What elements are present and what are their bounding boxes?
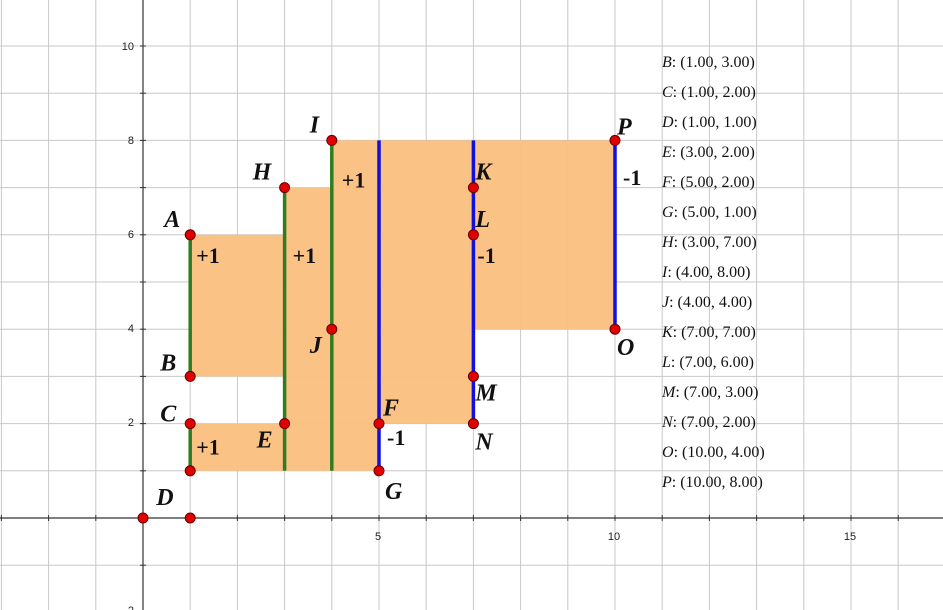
point-marker[interactable] xyxy=(184,370,196,382)
x-tick-label: 10 xyxy=(608,531,620,543)
point-label: C xyxy=(160,402,177,428)
coordinate-entry: E: (3.00, 2.00) xyxy=(661,144,755,161)
axis-tick-labels: 5 10 15 10 8 6 4 2 -2 xyxy=(122,41,856,610)
point-labels: A BC D E F G H I J KL MN O P xyxy=(155,112,634,510)
point-marker[interactable] xyxy=(184,465,196,477)
sign-label: -1 xyxy=(387,425,405,450)
shaded-regions xyxy=(190,140,615,471)
point-label: F xyxy=(382,396,399,422)
sign-label: +1 xyxy=(293,243,317,268)
y-tick-label: 6 xyxy=(128,229,134,241)
coordinate-entry: B: (1.00, 3.00) xyxy=(662,54,755,71)
y-tick-label: 8 xyxy=(128,135,134,147)
point-marker[interactable] xyxy=(373,465,385,477)
point-label: H xyxy=(252,160,273,186)
sign-label: -1 xyxy=(477,243,495,268)
point-marker[interactable] xyxy=(184,229,196,241)
shaded-region xyxy=(331,140,379,471)
coordinate-list: B: (1.00, 3.00) C: (1.00, 2.00) D: (1.00, … xyxy=(661,54,765,491)
y-tick-label: -2 xyxy=(124,605,134,610)
coordinate-entry: I: (4.00, 8.00) xyxy=(661,264,750,281)
point-marker[interactable] xyxy=(609,134,621,146)
y-tick-label: 2 xyxy=(128,417,134,429)
sign-label: +1 xyxy=(196,243,220,268)
point-marker[interactable] xyxy=(137,512,149,524)
point-label: I xyxy=(309,112,321,138)
point-marker[interactable] xyxy=(467,229,479,241)
point-label: B xyxy=(159,350,176,376)
point-label: G xyxy=(385,479,403,505)
point-label: O xyxy=(617,335,634,361)
shaded-region xyxy=(190,234,285,377)
point-label: A xyxy=(162,207,180,233)
point-marker[interactable] xyxy=(467,370,479,382)
point-label: J xyxy=(309,333,323,359)
coordinate-entry: L: (7.00, 6.00) xyxy=(661,354,754,371)
point-label: L xyxy=(474,207,490,233)
point-label: D xyxy=(155,485,173,511)
sign-label: +1 xyxy=(342,168,366,193)
point-marker[interactable] xyxy=(373,418,385,430)
point-marker[interactable] xyxy=(467,182,479,194)
coordinate-entry: M: (7.00, 3.00) xyxy=(661,384,758,401)
point-marker[interactable] xyxy=(279,182,291,194)
sign-label: -1 xyxy=(623,165,641,190)
coordinate-entry: K: (7.00, 7.00) xyxy=(661,324,756,341)
y-tick-label: 10 xyxy=(122,41,134,53)
coordinate-entry: J: (4.00, 4.00) xyxy=(662,294,752,311)
y-tick-label: 4 xyxy=(128,323,134,335)
point-label: K xyxy=(474,160,493,186)
coordinate-entry: G: (5.00, 1.00) xyxy=(662,204,757,221)
point-label: E xyxy=(256,428,273,454)
coordinate-entry: P: (10.00, 8.00) xyxy=(661,474,763,491)
shaded-region xyxy=(284,187,332,471)
shaded-region xyxy=(473,140,615,330)
coordinate-entry: O: (10.00, 4.00) xyxy=(662,444,765,461)
point-marker[interactable] xyxy=(609,323,621,335)
coordinate-entry: N: (7.00, 2.00) xyxy=(661,414,756,431)
point-marker[interactable] xyxy=(326,134,338,146)
point-marker[interactable] xyxy=(326,323,338,335)
x-tick-label: 5 xyxy=(375,531,381,543)
point-label: M xyxy=(474,380,498,406)
point-marker[interactable] xyxy=(467,418,479,430)
point-marker[interactable] xyxy=(279,418,291,430)
point-label: P xyxy=(616,114,632,140)
coordinate-entry: H: (3.00, 7.00) xyxy=(661,234,757,251)
sign-labels: +1 +1 +1 +1 -1 -1 -1 xyxy=(196,165,641,459)
points xyxy=(137,134,621,524)
point-label: N xyxy=(474,430,494,456)
shaded-region xyxy=(379,140,474,424)
coordinate-entry: F: (5.00, 2.00) xyxy=(661,174,755,191)
point-marker[interactable] xyxy=(184,418,196,430)
sign-label: +1 xyxy=(196,434,220,459)
coordinate-entry: D: (1.00, 1.00) xyxy=(661,114,757,131)
shaded-region xyxy=(190,423,285,471)
point-marker[interactable] xyxy=(184,512,196,524)
coordinate-entry: C: (1.00, 2.00) xyxy=(662,84,756,101)
x-tick-label: 15 xyxy=(844,531,856,543)
